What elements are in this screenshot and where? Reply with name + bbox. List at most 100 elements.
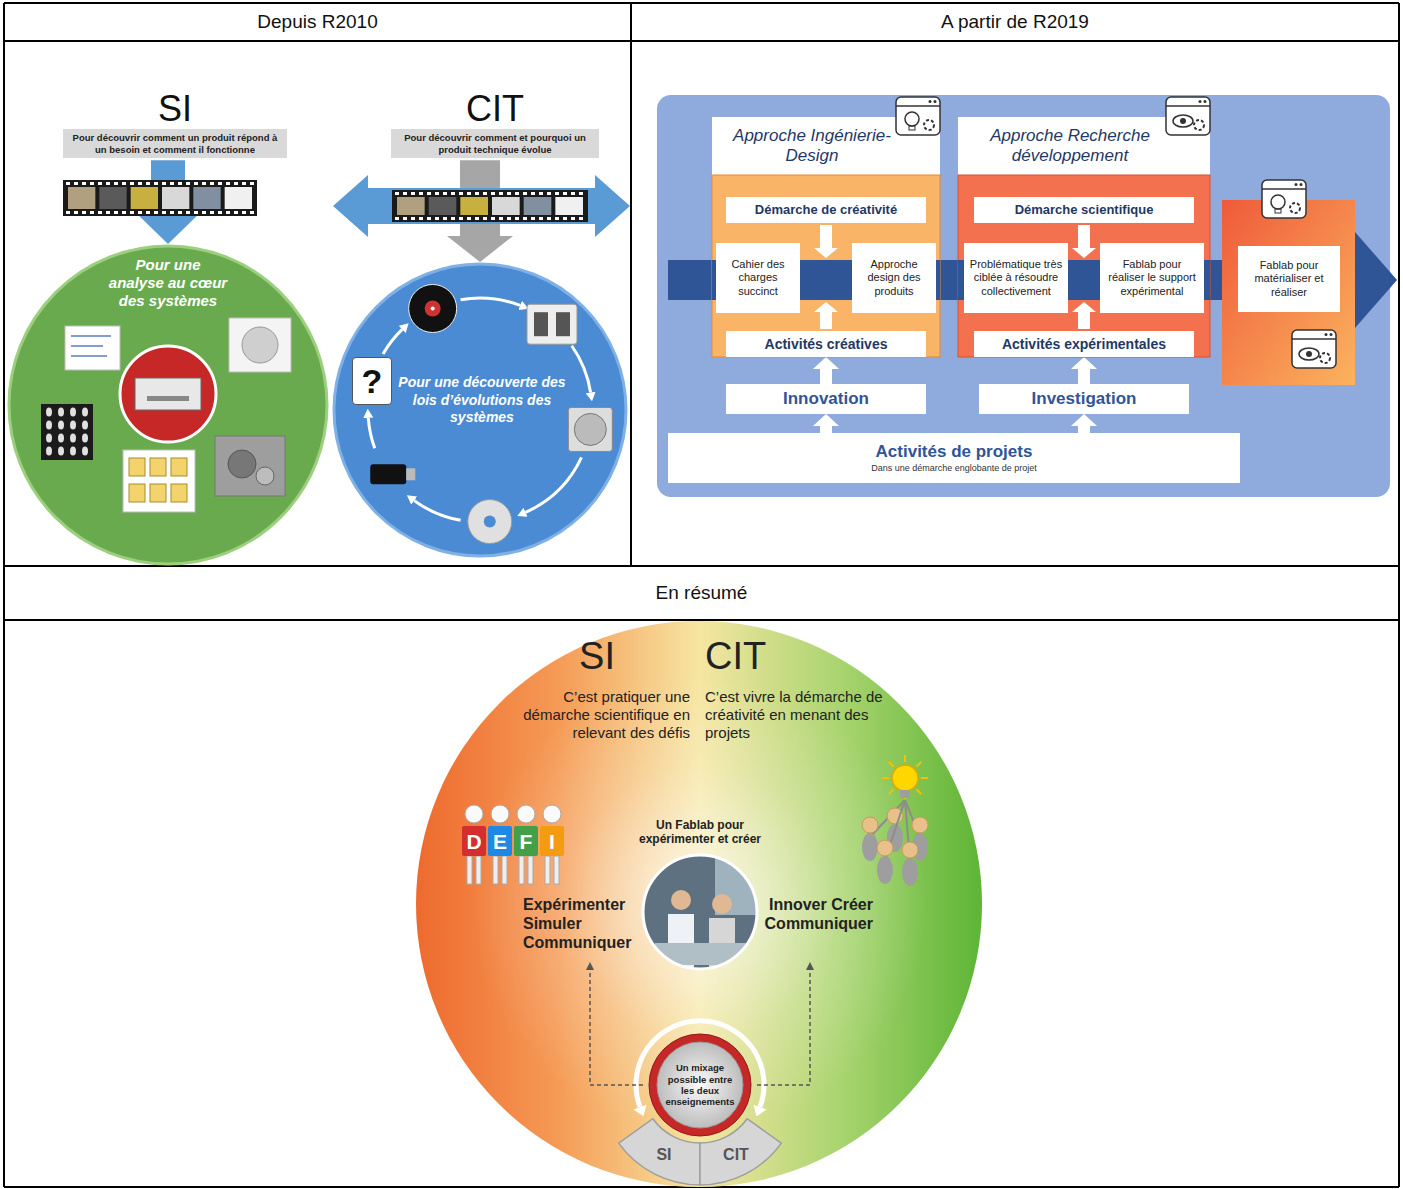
film-strip <box>429 197 457 215</box>
summary-circle-shape <box>877 840 893 856</box>
node-text: Activités créatives <box>765 336 888 353</box>
approach-column-shape <box>958 175 1210 357</box>
node-text: CIT <box>466 88 524 129</box>
node-text: SI <box>555 636 615 678</box>
film-strip <box>138 211 142 214</box>
film-strip <box>250 211 254 214</box>
green-circle-shape <box>171 484 187 502</box>
node-subtext: Pour découvrir comment un produit répond… <box>63 129 287 158</box>
green-circle-shape <box>46 421 52 430</box>
blue-circle-shape <box>534 312 548 336</box>
fablab-photo-shape <box>625 848 775 978</box>
film-strip <box>571 217 575 220</box>
title-box: CITPour découvrir comment et pourquoi un… <box>386 86 604 160</box>
film-strip <box>178 211 182 214</box>
film-strip <box>131 187 158 209</box>
film-strip <box>515 192 519 195</box>
text-frame: Innover Créer Communiquer <box>763 895 873 933</box>
summary-circle-shape <box>902 858 918 886</box>
text-frame: Approche Ingénierie-Design <box>724 117 900 175</box>
node-text: Un mixage possible entre les deux enseig… <box>662 1062 738 1108</box>
node-text: Cahier des charges succinct <box>721 258 795 298</box>
app-icon <box>1194 120 1204 130</box>
film-strip <box>170 182 174 185</box>
node-text: Activités expérimentales <box>1002 336 1166 353</box>
app-icon <box>1292 330 1336 368</box>
text-frame: CIT <box>705 636 795 678</box>
table-grid <box>630 3 632 566</box>
summary-circle-shape <box>465 805 483 823</box>
board-letter: E <box>493 831 507 852</box>
app-icon <box>1262 180 1306 218</box>
node-subtext: C’est pratiquer une démarche scientifiqu… <box>510 688 690 742</box>
app-icon <box>896 97 940 135</box>
arrow-connector <box>820 426 832 433</box>
table-grid <box>3 3 5 1187</box>
film-strip <box>539 192 543 195</box>
app-icon <box>1320 353 1330 363</box>
film-strip <box>63 180 257 216</box>
film-strip <box>218 211 222 214</box>
green-circle-shape <box>70 421 76 430</box>
green-circle-shape <box>58 447 64 456</box>
film-strip <box>555 192 559 195</box>
film-strip <box>210 182 214 185</box>
node-text: Fablab pour réaliser le support expérime… <box>1105 258 1199 298</box>
blue-circle-shape <box>468 500 512 544</box>
green-circle-shape <box>123 450 195 512</box>
film-strip <box>218 182 222 185</box>
film-strip <box>226 211 230 214</box>
summary-circle-shape <box>502 856 507 884</box>
table-grid <box>4 565 1399 567</box>
app-icon <box>1295 183 1298 186</box>
content-box: Approche design des produits <box>852 243 936 313</box>
approach-column-shape <box>1072 302 1096 329</box>
film-strip <box>74 182 78 185</box>
node-text: Pour une découverte des lois d’évolution… <box>396 374 568 427</box>
film-strip <box>403 217 407 220</box>
blue-circle-shape <box>572 346 591 393</box>
summary-circle-shape <box>519 856 524 884</box>
film-strip <box>186 182 190 185</box>
film-strip <box>114 182 118 185</box>
green-circle-shape <box>70 408 76 417</box>
node-text: Innovation <box>783 389 869 409</box>
r2019-panel <box>657 95 1397 497</box>
green-circle-shape <box>58 421 64 430</box>
summary-circle-shape <box>476 856 481 884</box>
app-icon <box>1199 100 1202 103</box>
film-strip <box>451 192 455 195</box>
green-circle-shape <box>70 434 76 443</box>
app-icon <box>1166 97 1210 135</box>
approach-column: Approche Ingénierie-DesignDémarche de cr… <box>712 117 940 357</box>
film-strip <box>186 211 190 214</box>
node-subtext: CIT <box>705 636 795 678</box>
film-strip <box>98 211 102 214</box>
summary-circle-shape <box>921 777 928 779</box>
double-arrow <box>333 175 630 237</box>
green-circle-shape <box>228 450 256 478</box>
app-icon <box>924 120 934 130</box>
app-icon <box>1299 348 1319 360</box>
blue-circle-shape <box>414 501 460 521</box>
text-frame: Expérimenter Simuler Communiquer <box>523 895 643 953</box>
film-strip <box>507 192 511 195</box>
approach-column-shape <box>814 302 838 329</box>
node-subtext: Expérimenter Simuler Communiquer <box>523 895 631 953</box>
green-circle-shape <box>41 404 93 460</box>
board-letter: D <box>466 831 481 852</box>
film-strip <box>451 217 455 220</box>
film-strip <box>154 211 158 214</box>
film-strip <box>146 211 150 214</box>
film-strip <box>475 217 479 220</box>
film-strip <box>242 182 246 185</box>
tab: CIT <box>700 1128 802 1186</box>
film-strip <box>419 217 423 220</box>
node-text: SI <box>656 1147 671 1163</box>
arrow-connector <box>1078 369 1090 384</box>
node-text: SI <box>158 88 192 129</box>
film-strip <box>459 192 463 195</box>
film-strip <box>242 211 246 214</box>
table-grid <box>4 2 1399 4</box>
film-strip <box>555 217 559 220</box>
